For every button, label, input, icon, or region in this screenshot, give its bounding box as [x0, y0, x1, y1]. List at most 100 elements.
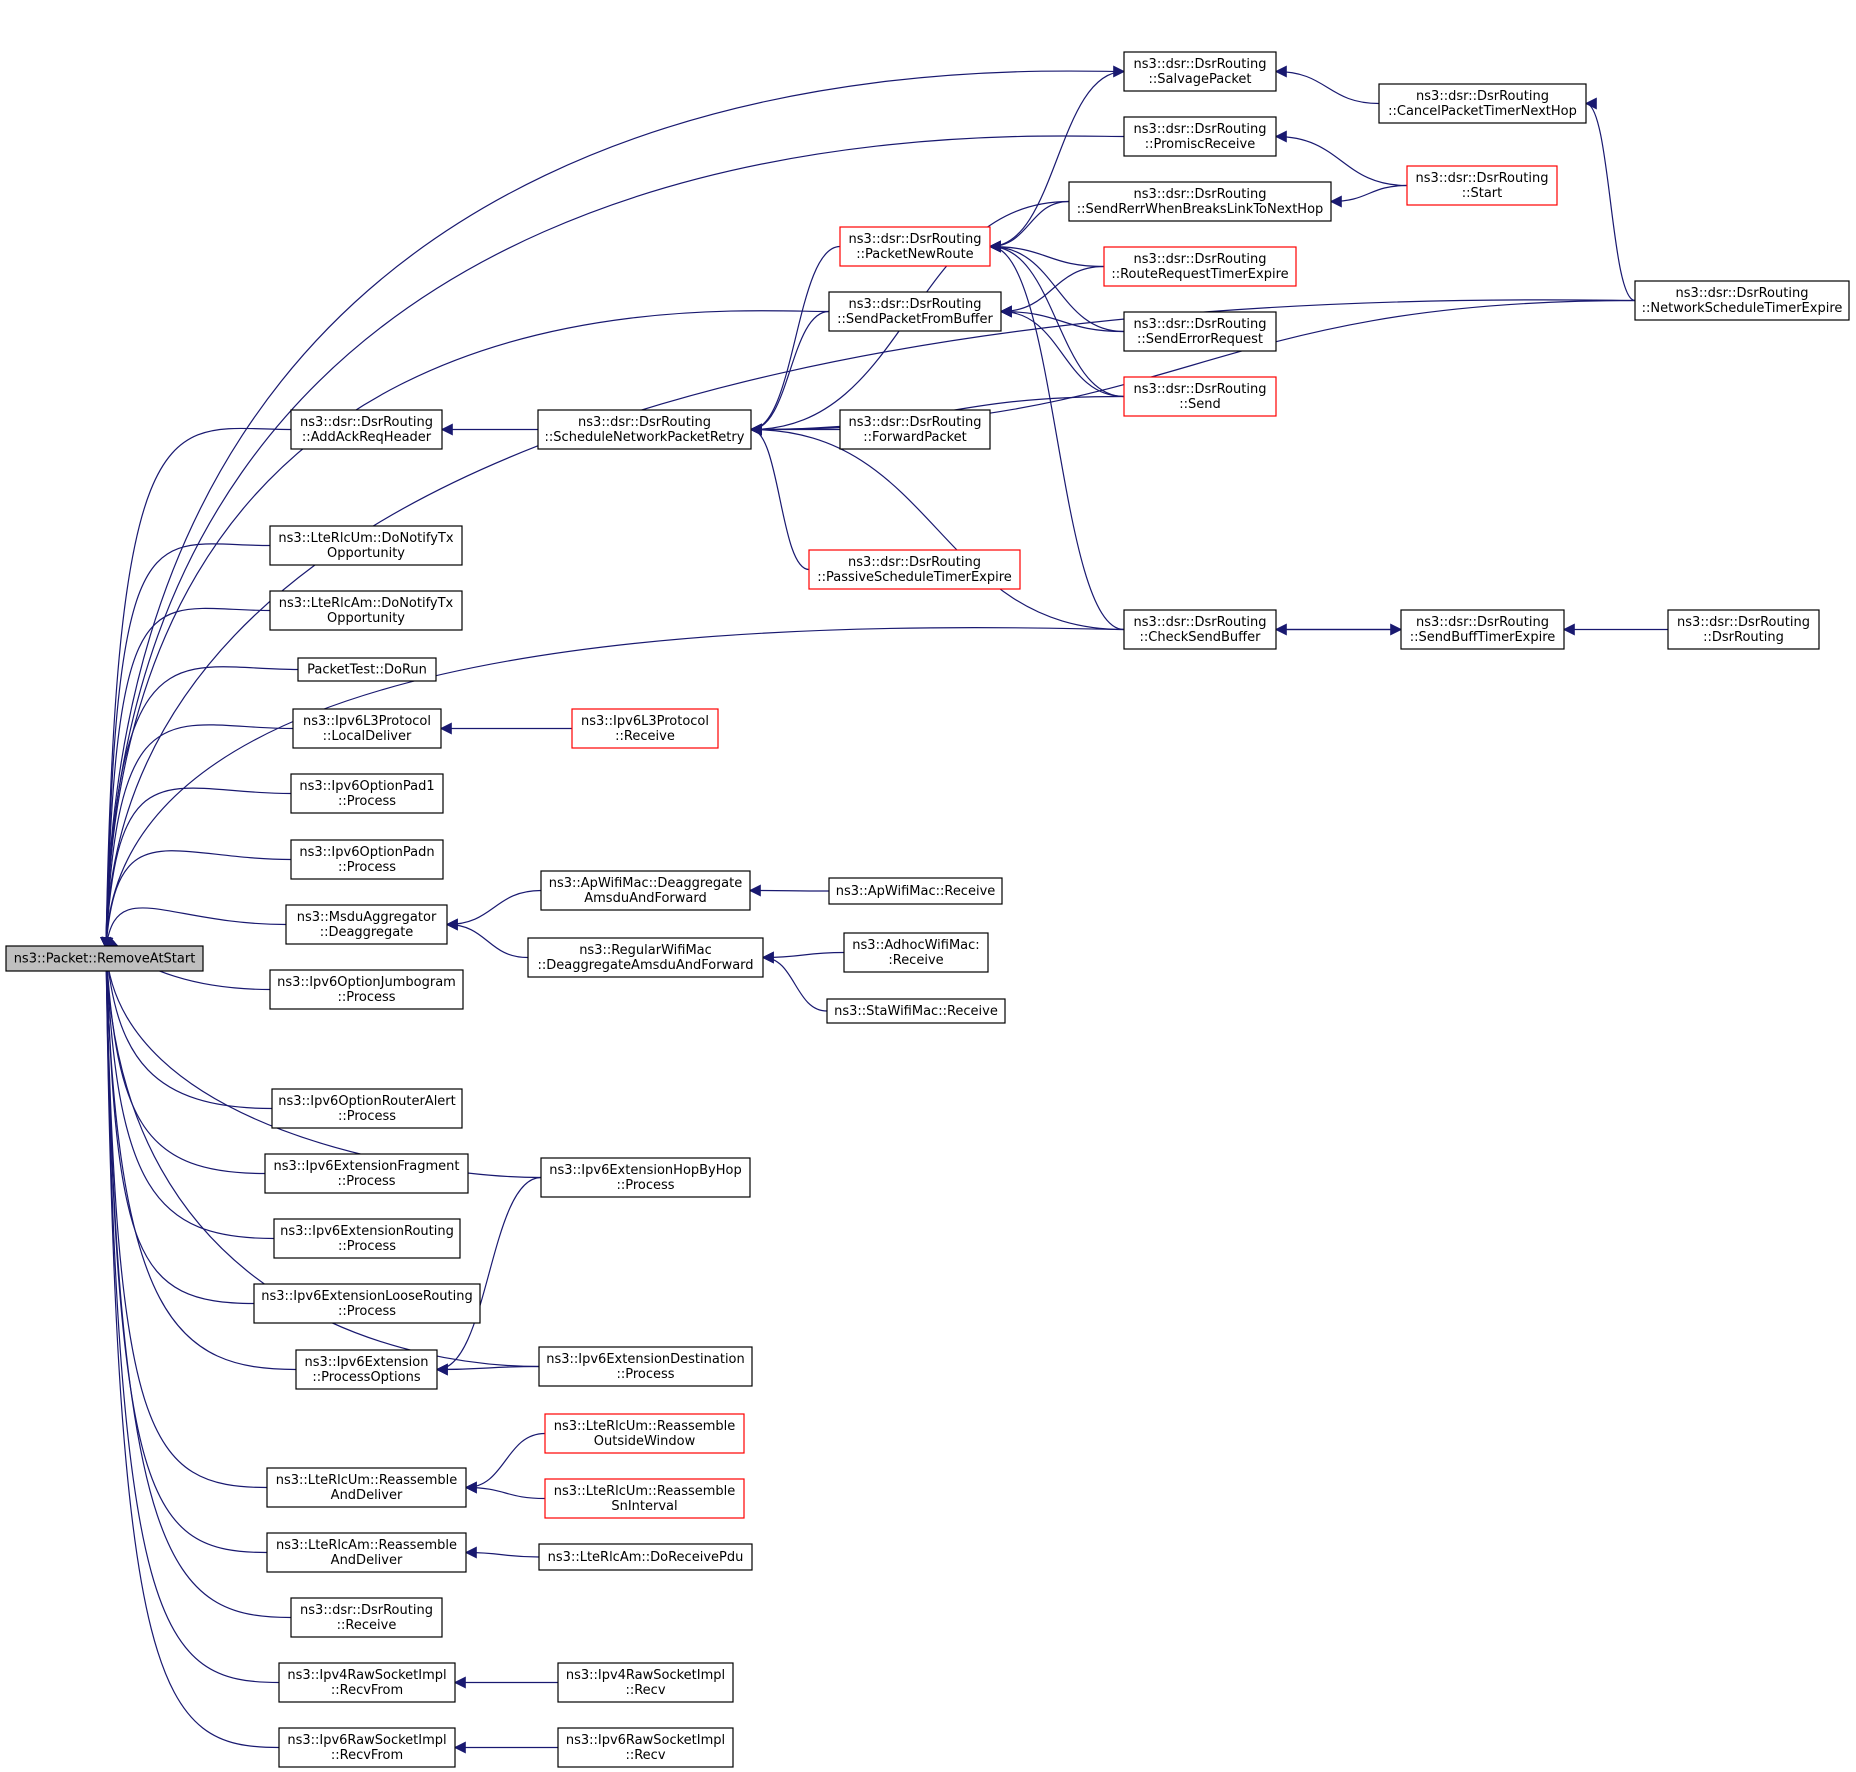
node-apdeag[interactable]: ns3::ApWifiMac::DeaggregateAmsduAndForwa… [540, 870, 751, 911]
node-label-line: ns3::dsr::DsrRouting [1134, 122, 1267, 137]
node-label-line: ns3::dsr::DsrRouting [300, 415, 433, 430]
node-box [271, 1088, 463, 1129]
node-label-line: ::SendErrorRequest [1137, 332, 1263, 347]
node-nste[interactable]: ns3::dsr::DsrRouting::NetworkScheduleTim… [1634, 280, 1850, 321]
node-label-line: ::Process [338, 1304, 396, 1319]
edge-root-popt [100, 946, 297, 1371]
node-label-line: ns3::dsr::DsrRouting [848, 555, 981, 570]
edge-promisc-start [1274, 130, 1408, 187]
edge-regdeag-adhoc [761, 951, 845, 964]
node-v4rf[interactable]: ns3::Ipv4RawSocketImpl::RecvFrom [278, 1662, 456, 1703]
node-label-line: ns3::LteRlcAm::Reassemble [276, 1538, 457, 1553]
node-pad1[interactable]: ns3::Ipv6OptionPad1::Process [290, 773, 444, 814]
node-csb[interactable]: ns3::dsr::DsrRouting::CheckSendBuffer [1123, 609, 1277, 650]
edge-root-l3ld [100, 724, 294, 950]
node-snpr[interactable]: ns3::dsr::DsrRouting::ScheduleNetworkPac… [537, 409, 752, 450]
edge-root-ralert [101, 946, 273, 1110]
edge-pnr-rrte [988, 240, 1105, 268]
node-loose[interactable]: ns3::Ipv6ExtensionLooseRouting::Process [253, 1283, 481, 1324]
node-amrcv[interactable]: ns3::LteRlcAm::DoReceivePdu [538, 1543, 753, 1571]
edge-snpr-pste [749, 423, 810, 571]
node-send[interactable]: ns3::dsr::DsrRouting::Send [1123, 376, 1277, 417]
node-popt[interactable]: ns3::Ipv6Extension::ProcessOptions [295, 1349, 438, 1390]
node-sbte[interactable]: ns3::dsr::DsrRouting::SendBuffTimerExpir… [1400, 609, 1565, 650]
node-label-line: AmsduAndForward [584, 891, 706, 906]
node-label-line: ns3::ApWifiMac::Receive [836, 884, 996, 899]
node-aarh[interactable]: ns3::dsr::DsrRouting::AddAckReqHeader [290, 409, 443, 450]
node-box [1406, 165, 1558, 206]
edge-snpr-spfb [749, 310, 830, 436]
node-box [1400, 609, 1565, 650]
node-aprcv[interactable]: ns3::ApWifiMac::Receive [828, 877, 1003, 905]
node-pste[interactable]: ns3::dsr::DsrRouting::PassiveScheduleTim… [808, 549, 1021, 590]
node-l3rcv[interactable]: ns3::Ipv6L3Protocol::Receive [571, 708, 719, 749]
edge-spfb-send [999, 305, 1125, 398]
node-v6r[interactable]: ns3::Ipv6RawSocketImpl::Recv [557, 1727, 734, 1768]
node-l3ld[interactable]: ns3::Ipv6L3Protocol::LocalDeliver [292, 708, 442, 749]
node-box [557, 1662, 734, 1703]
node-label-line: ns3::RegularWifiMac [579, 943, 712, 958]
node-v6rf[interactable]: ns3::Ipv6RawSocketImpl::RecvFrom [278, 1727, 456, 1768]
edge-pnr-send [988, 240, 1125, 398]
node-label-line: ::Process [616, 1178, 674, 1193]
node-box [544, 1478, 745, 1519]
node-pt[interactable]: PacketTest::DoRun [297, 657, 437, 682]
node-ser[interactable]: ns3::dsr::DsrRouting::SendErrorRequest [1123, 311, 1277, 352]
node-label-line: ::Process [616, 1367, 674, 1382]
node-box [828, 877, 1003, 905]
node-msdu[interactable]: ns3::MsduAggregator::Deaggregate [285, 904, 448, 945]
node-v4r[interactable]: ns3::Ipv4RawSocketImpl::Recv [557, 1662, 734, 1703]
node-dsrr[interactable]: ns3::dsr::DsrRouting::DsrRouting [1667, 609, 1820, 650]
node-frag[interactable]: ns3::Ipv6ExtensionFragment::Process [264, 1153, 469, 1194]
edge-popt-hbh [435, 1176, 542, 1376]
node-rerr[interactable]: ns3::dsr::DsrRouting::SendRerrWhenBreaks… [1068, 181, 1332, 222]
node-label-line: ns3::Ipv6OptionPadn [299, 845, 434, 860]
node-root[interactable]: ns3::Packet::RemoveAtStart [5, 945, 204, 972]
node-box [826, 998, 1006, 1024]
node-jumbo[interactable]: ns3::Ipv6OptionJumbogram::Process [269, 969, 464, 1010]
node-box [544, 1413, 745, 1454]
edge-umrad-umsn [464, 1481, 546, 1500]
node-box [538, 1543, 753, 1571]
node-cancel[interactable]: ns3::dsr::DsrRouting::CancelPacketTimerN… [1378, 83, 1587, 124]
node-label-line: ns3::LteRlcUm::Reassemble [554, 1484, 736, 1499]
node-rrte[interactable]: ns3::dsr::DsrRouting::RouteRequestTimerE… [1103, 246, 1297, 287]
node-hbh[interactable]: ns3::Ipv6ExtensionHopByHop::Process [540, 1157, 751, 1198]
node-spfb[interactable]: ns3::dsr::DsrRouting::SendPacketFromBuff… [828, 291, 1002, 332]
edge-pnr-ser [988, 240, 1125, 333]
node-dsrrcv[interactable]: ns3::dsr::DsrRouting::Receive [290, 1597, 443, 1638]
node-label-line: ns3::Ipv6OptionRouterAlert [278, 1094, 456, 1109]
edge-root-padn [100, 850, 292, 950]
node-regdeag[interactable]: ns3::RegularWifiMac::DeaggregateAmsduAnd… [527, 937, 764, 978]
edge-pnr-csb [988, 240, 1125, 631]
edge-pnr-rerr [988, 200, 1070, 253]
node-label-line: ::AddAckReqHeader [302, 430, 432, 445]
node-sta[interactable]: ns3::StaWifiMac::Receive [826, 998, 1006, 1024]
node-start[interactable]: ns3::dsr::DsrRouting::Start [1406, 165, 1558, 206]
node-label-line: ns3::Ipv4RawSocketImpl [287, 1668, 446, 1683]
node-box [1103, 246, 1297, 287]
node-label-line: ::DsrRouting [1703, 630, 1784, 645]
node-pnr[interactable]: ns3::dsr::DsrRouting::PacketNewRoute [839, 226, 991, 267]
node-ralert[interactable]: ns3::Ipv6OptionRouterAlert::Process [271, 1088, 463, 1129]
node-label-line: ns3::StaWifiMac::Receive [834, 1004, 998, 1019]
node-promisc[interactable]: ns3::dsr::DsrRouting::PromiscReceive [1123, 116, 1277, 157]
node-box [1378, 83, 1587, 124]
node-rout[interactable]: ns3::Ipv6ExtensionRouting::Process [273, 1218, 461, 1259]
node-label-line: ns3::dsr::DsrRouting [578, 415, 711, 430]
node-padn[interactable]: ns3::Ipv6OptionPadn::Process [290, 839, 444, 880]
node-label-line: ::Process [338, 794, 396, 809]
node-box [273, 1218, 461, 1259]
node-salvage[interactable]: ns3::dsr::DsrRouting::SalvagePacket [1123, 51, 1277, 92]
node-fwd[interactable]: ns3::dsr::DsrRouting::ForwardPacket [839, 409, 991, 450]
node-dest[interactable]: ns3::Ipv6ExtensionDestination::Process [538, 1346, 753, 1387]
node-box [839, 409, 991, 450]
node-label-line: ns3::Ipv6OptionPad1 [299, 779, 434, 794]
node-adhoc[interactable]: ns3::AdhocWifiMac::Receive [843, 932, 989, 973]
